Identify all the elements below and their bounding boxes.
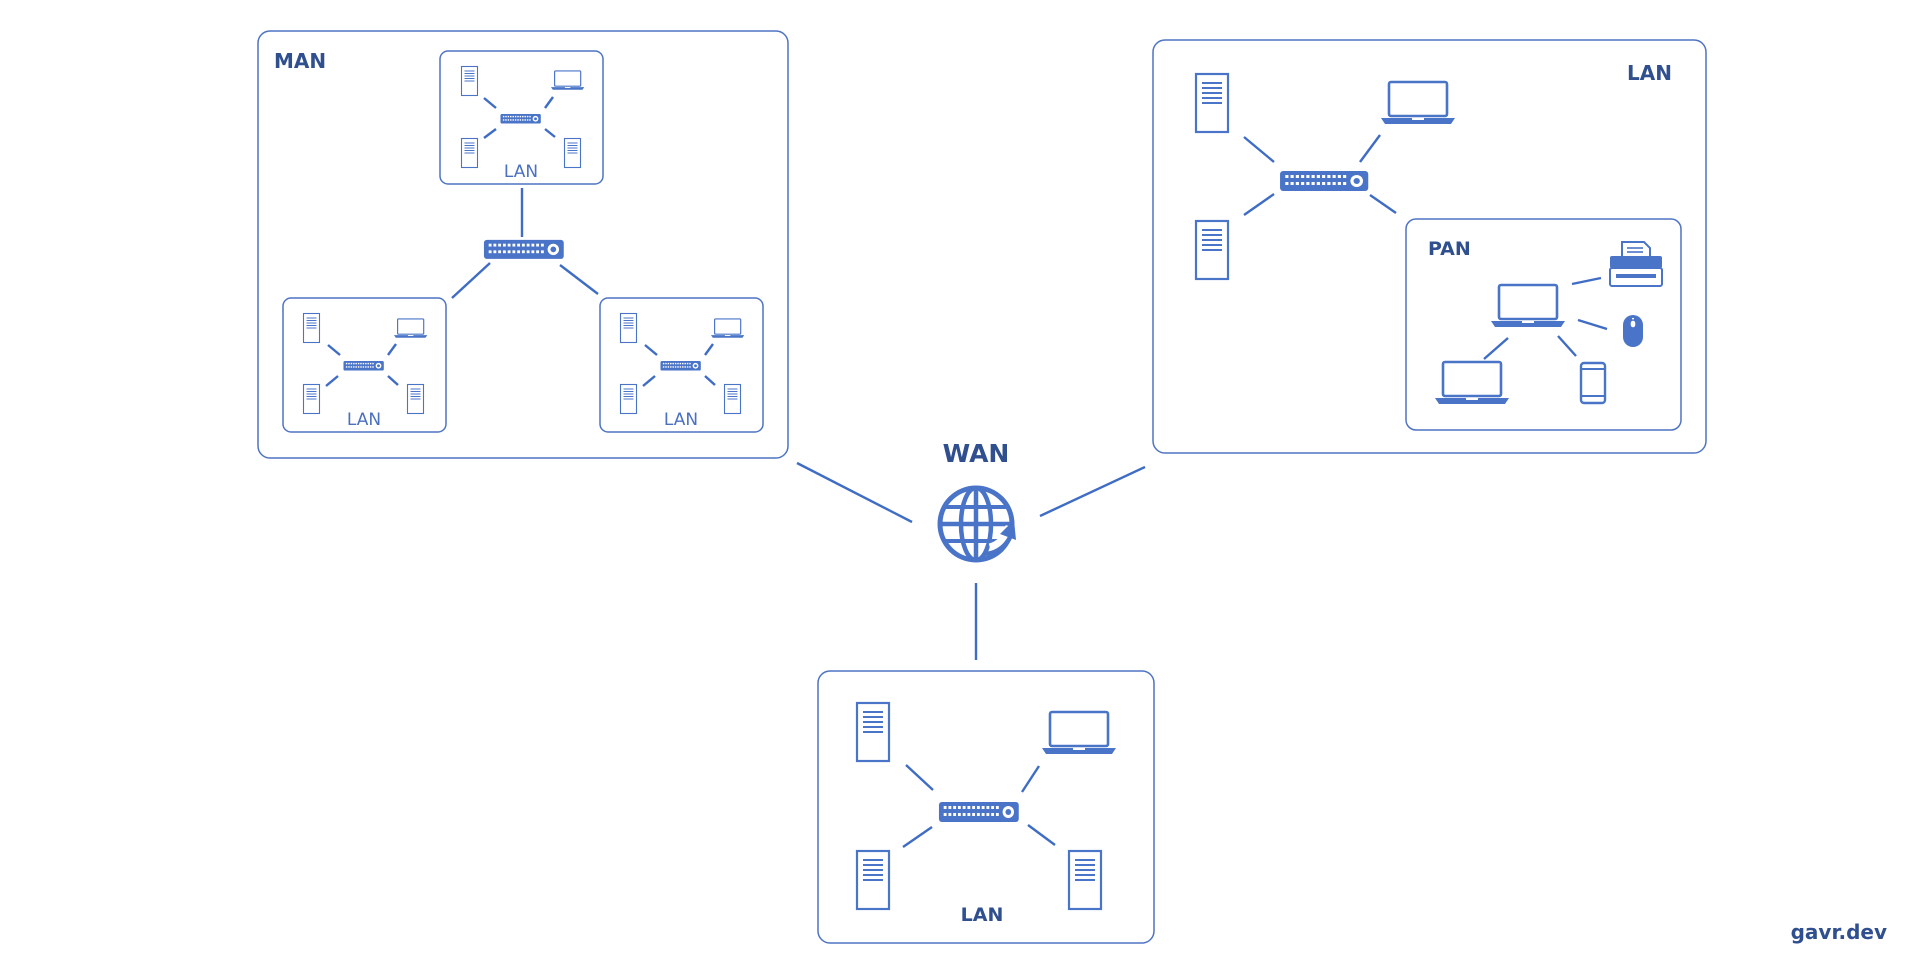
lan-right-link — [1243, 193, 1275, 216]
lan-right-title: LAN — [1627, 61, 1672, 85]
man-lan-left-link — [387, 375, 399, 386]
phone-icon — [1579, 361, 1607, 405]
lan-right-link — [1359, 134, 1381, 163]
pan-link — [1557, 335, 1577, 357]
man-lan-top-link — [483, 97, 497, 109]
pan-group: PAN — [1405, 218, 1682, 431]
brand-text: gavr.dev — [1791, 920, 1887, 944]
man-lan-right-label: LAN — [664, 410, 698, 430]
man-lan-right: LAN — [599, 297, 764, 433]
server-icon — [302, 312, 321, 344]
server-icon — [723, 383, 742, 415]
lan-bottom-group: LAN — [817, 670, 1155, 944]
man-lan-left-label: LAN — [347, 410, 381, 430]
wan-link-lan-right — [1039, 465, 1146, 518]
lan-bottom-label: LAN — [961, 904, 1004, 926]
wan-title: WAN — [943, 439, 1010, 468]
man-link-right — [559, 264, 599, 295]
server-icon — [563, 137, 582, 169]
lan-bottom-link — [1020, 765, 1041, 793]
mouse-icon — [1622, 314, 1644, 348]
server-icon — [855, 849, 891, 911]
man-lan-top-link — [483, 128, 497, 139]
switch-icon — [1280, 171, 1369, 191]
switch-icon — [500, 113, 541, 124]
man-lan-top: LAN — [439, 50, 604, 185]
man-lan-left-link — [327, 344, 341, 356]
man-lan-top-link — [544, 96, 554, 109]
man-lan-right-link — [644, 344, 658, 356]
man-lan-left-link — [325, 375, 339, 387]
man-lan-left: LAN — [282, 297, 447, 433]
man-lan-top-link — [544, 128, 556, 138]
man-lan-right-link — [704, 343, 714, 356]
man-router-icon — [483, 239, 564, 259]
man-lan-right-link — [642, 375, 656, 387]
lan-bottom-link — [1027, 824, 1056, 846]
lan-right-link — [1243, 136, 1275, 163]
switch-icon — [660, 360, 701, 371]
server-icon — [1067, 849, 1103, 911]
server-icon — [1194, 219, 1230, 281]
lan-right-group: LAN PAN — [1152, 39, 1707, 454]
server-icon — [855, 701, 891, 763]
man-link-left — [451, 262, 491, 299]
globe-icon — [937, 485, 1016, 563]
server-icon — [406, 383, 425, 415]
man-group: MAN LAN — [257, 30, 789, 459]
lan-bottom-link — [905, 764, 934, 791]
server-icon — [1194, 72, 1230, 134]
pan-link — [1577, 318, 1608, 331]
server-icon — [619, 312, 638, 344]
pan-link — [1571, 276, 1602, 286]
server-icon — [619, 383, 638, 415]
server-icon — [302, 383, 321, 415]
wan-link-man — [796, 461, 913, 524]
pan-title: PAN — [1428, 238, 1471, 260]
pan-link — [1483, 337, 1509, 360]
lan-right-link — [1369, 194, 1397, 214]
server-icon — [460, 65, 479, 97]
wan-group: WAN — [796, 439, 1146, 660]
switch-icon — [343, 360, 384, 371]
man-lan-left-link — [387, 343, 397, 356]
man-title: MAN — [274, 49, 326, 73]
lan-bottom-link — [902, 826, 933, 848]
switch-icon — [938, 802, 1019, 822]
man-lan-top-label: LAN — [504, 162, 538, 182]
server-icon — [460, 137, 479, 169]
man-lan-right-link — [704, 375, 716, 386]
